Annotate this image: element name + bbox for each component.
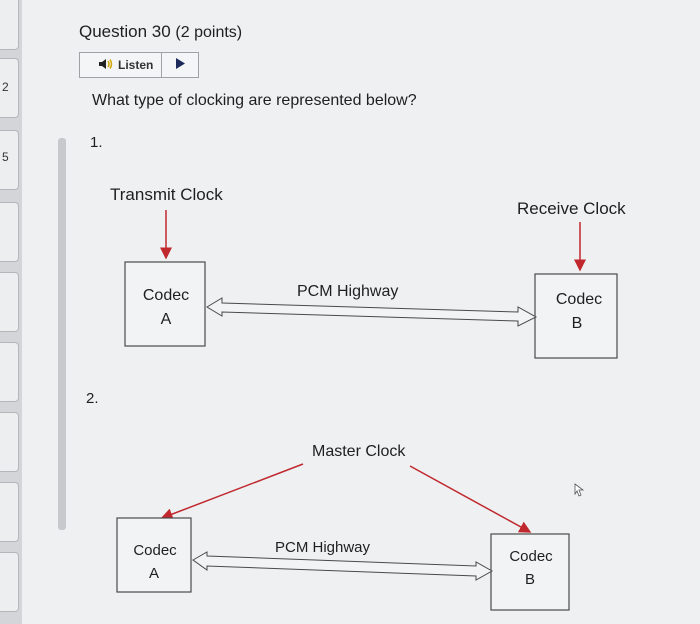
sidebar-tab[interactable] [0, 412, 19, 472]
listen-label: Listen [118, 58, 154, 72]
diagram-1: Transmit Clock Receive Clock Codec A Cod… [110, 185, 626, 359]
receive-clock-label: Receive Clock [517, 199, 626, 218]
question-title: Question 30 (2 points) [79, 22, 242, 42]
codec-b-label: Codec [509, 548, 553, 565]
item-number-2: 2. [86, 390, 99, 407]
codec-a-letter: A [149, 565, 159, 582]
sidebar-tab[interactable] [0, 552, 19, 612]
codec-a-label: Codec [143, 287, 189, 304]
item-number-1: 1. [90, 134, 103, 151]
sidebar-tab[interactable] [0, 272, 19, 332]
sidebar-tab[interactable] [0, 482, 19, 542]
listen-button[interactable]: Listen [80, 53, 163, 77]
sidebar-tab[interactable] [0, 0, 19, 50]
question-number: Question 30 [79, 22, 171, 41]
sidebar-tab[interactable] [0, 130, 19, 190]
sidebar-mark: 5 [2, 150, 9, 164]
cursor-icon [574, 483, 585, 497]
speaker-icon [98, 58, 114, 73]
codec-a-label: Codec [133, 542, 177, 559]
codec-a-box [124, 261, 206, 347]
codec-b-letter: B [525, 571, 535, 588]
question-points: (2 points) [175, 24, 243, 41]
sidebar-mark: 2 [2, 80, 9, 94]
pcm-highway-arrow [192, 551, 494, 581]
sidebar-tab[interactable] [0, 202, 19, 262]
pcm-highway-label: PCM Highway [275, 539, 371, 556]
master-clock-arrow-a [160, 463, 304, 520]
pcm-highway-arrow [206, 297, 538, 327]
scrollbar[interactable] [58, 138, 66, 530]
codec-b-box [534, 273, 618, 359]
codec-b-box [490, 533, 570, 611]
play-button[interactable] [162, 53, 198, 77]
play-icon [175, 58, 186, 72]
codec-b-letter: B [572, 315, 583, 332]
transmit-clock-label: Transmit Clock [110, 185, 223, 204]
codec-a-box [116, 517, 192, 593]
pcm-highway-label: PCM Highway [297, 283, 398, 300]
diagram-2: Master Clock Codec A Codec B PCM Highway [116, 443, 570, 611]
question-prompt: What type of clocking are represented be… [92, 92, 417, 109]
sidebar-tab[interactable] [0, 58, 19, 118]
codec-b-label: Codec [556, 291, 602, 308]
codec-a-letter: A [161, 311, 172, 328]
left-sidebar-strip: 2 5 [0, 0, 23, 624]
listen-widget: Listen [79, 52, 199, 78]
master-clock-label: Master Clock [312, 443, 406, 460]
sidebar-tab[interactable] [0, 342, 19, 402]
master-clock-arrow-b [409, 465, 532, 533]
